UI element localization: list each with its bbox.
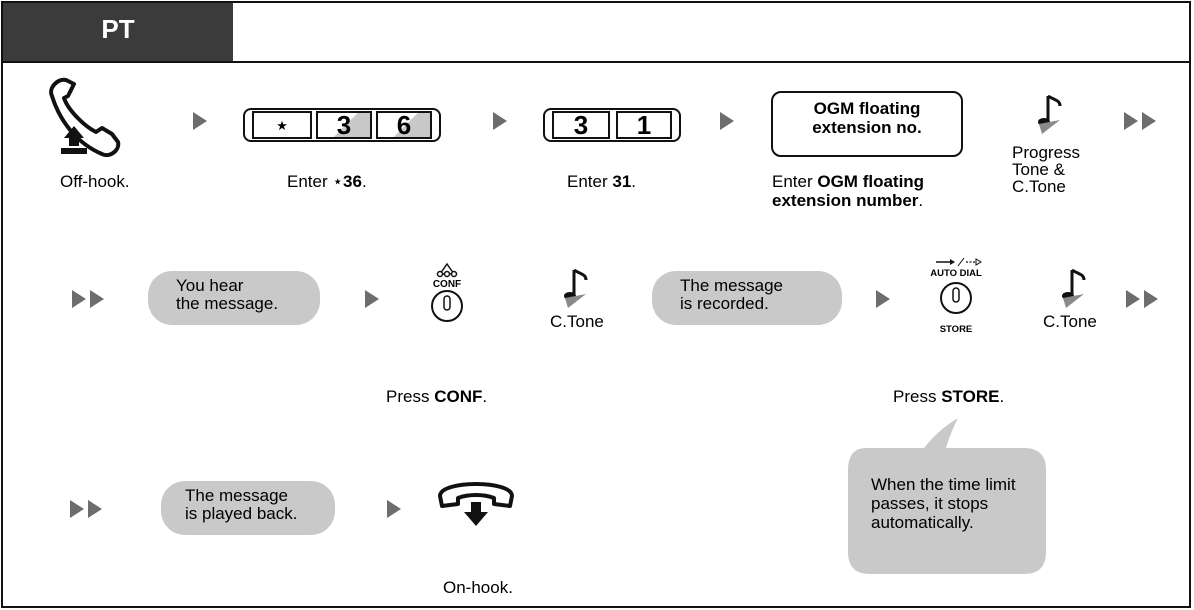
message-played-back-bubble: The message is played back. — [161, 481, 335, 535]
time-limit-note: When the time limit passes, it stops aut… — [871, 475, 1016, 532]
press-conf-label: Press CONF. — [386, 387, 488, 406]
key-group-31 — [543, 108, 681, 142]
double-arrow-3 — [1126, 290, 1162, 308]
arrow-5 — [876, 290, 890, 308]
on-hook-label: On-hook. — [443, 578, 513, 597]
press-store-label: Press STORE. — [893, 387, 1005, 406]
message-recorded-bubble: The message is recorded. — [652, 271, 842, 325]
tone-icon-2 — [564, 268, 588, 308]
key-3-b: 3 — [552, 111, 610, 139]
on-hook-icon — [438, 482, 514, 526]
auto-dial-text: AUTO DIAL — [930, 268, 982, 279]
enter-36-label: Enter ⋆36. — [287, 172, 367, 191]
store-button-icon: AUTO DIAL STORE — [930, 257, 982, 335]
double-arrow-1 — [1124, 112, 1160, 130]
key-star: ⋆ — [252, 111, 312, 139]
ogm-box-line2: extension no. — [812, 118, 922, 137]
arrow-3 — [720, 112, 734, 130]
arrow-1 — [193, 112, 207, 130]
arrow-4 — [365, 290, 379, 308]
c-tone-label-2: C.Tone — [1043, 312, 1097, 331]
key-3: 3 — [316, 111, 372, 139]
tone-icon — [1038, 94, 1062, 134]
ogm-floating-extension-box: OGM floating extension no. — [771, 91, 963, 157]
ogm-label: Enter OGM floating extension number. — [772, 172, 925, 210]
conf-button-icon: CONF — [431, 262, 463, 322]
off-hook-icon — [49, 77, 121, 157]
header-bar: PT — [3, 3, 1189, 63]
key-group-star36 — [243, 108, 441, 142]
key-6: 6 — [376, 111, 432, 139]
off-hook-label: Off-hook. — [60, 172, 130, 191]
time-limit-callout-bubble — [848, 418, 1046, 574]
ogm-box-line1: OGM floating — [813, 99, 921, 118]
c-tone-label-1: C.Tone — [550, 312, 604, 331]
arrow-2 — [493, 112, 507, 130]
enter-31-label: Enter 31. — [567, 172, 637, 191]
store-text: STORE — [940, 324, 973, 335]
double-arrow-4 — [70, 500, 106, 518]
tone-label: Progress Tone & C.Tone — [1012, 143, 1081, 196]
tone-icon-3 — [1062, 268, 1086, 308]
pt-tab: PT — [3, 3, 233, 61]
key-1: 1 — [616, 111, 672, 139]
you-hear-message-bubble: You hear the message. — [148, 271, 320, 325]
conf-key-text: CONF — [433, 279, 461, 290]
double-arrow-2 — [72, 290, 108, 308]
arrow-6 — [387, 500, 401, 518]
